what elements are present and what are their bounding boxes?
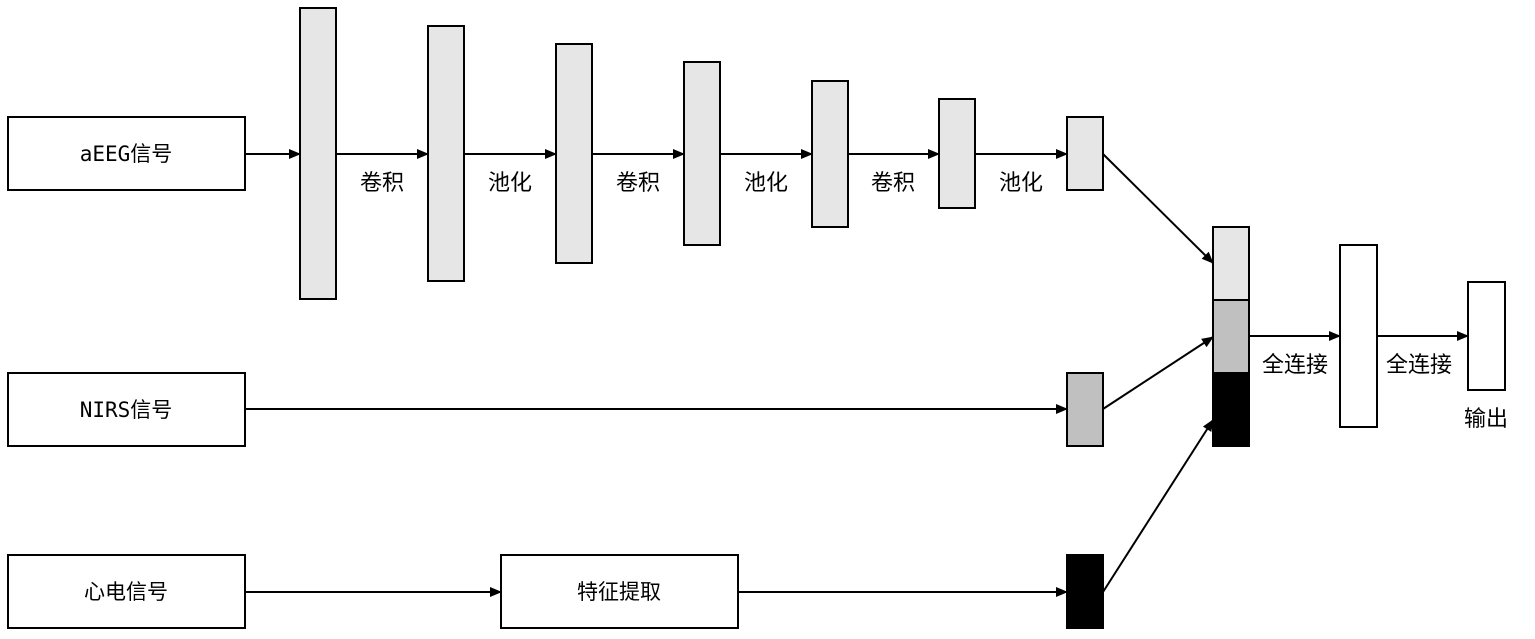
feature-extraction-label: 特征提取 — [577, 580, 661, 604]
cnn-layer-2 — [427, 25, 465, 282]
nirs-feature-block — [1066, 372, 1104, 447]
concat-segment-nirs — [1212, 299, 1250, 374]
output-layer — [1467, 281, 1506, 391]
op-label-5: 卷积 — [871, 171, 915, 196]
cnn-layer-5 — [811, 80, 849, 228]
cnn-layer-1 — [299, 7, 337, 300]
ecg-input-label: 心电信号 — [84, 580, 168, 604]
aeeg-input-box — [7, 116, 246, 191]
fc-label-2: 全连接 — [1386, 353, 1452, 378]
aeeg-input-label: aEEG信号 — [80, 142, 173, 166]
ecg-input-box — [7, 554, 246, 629]
cnn-layer-6 — [938, 98, 976, 209]
op-label-4: 池化 — [744, 171, 788, 196]
op-label-3: 卷积 — [616, 171, 660, 196]
op-label-6: 池化 — [999, 171, 1043, 196]
fc-layer — [1339, 244, 1378, 428]
cnn-layer-4 — [683, 61, 721, 246]
arrow-ecg-to-concat — [1102, 419, 1214, 593]
op-label-1: 卷积 — [360, 171, 404, 196]
op-label-2: 池化 — [488, 171, 532, 196]
fc-label-1: 全连接 — [1262, 353, 1328, 378]
output-label: 输出 — [1464, 407, 1508, 432]
nirs-input-label: NIRS信号 — [80, 398, 173, 422]
concat-segment-aeeg — [1212, 226, 1250, 301]
ecg-feature-block — [1066, 554, 1104, 629]
cnn-output-feature — [1066, 116, 1104, 191]
nirs-input-box — [7, 372, 246, 447]
cnn-layer-3 — [555, 43, 593, 264]
concat-segment-ecg — [1212, 372, 1250, 447]
arrow-aeeg-to-concat — [1102, 153, 1214, 264]
arrow-nirs-to-concat — [1102, 336, 1214, 410]
